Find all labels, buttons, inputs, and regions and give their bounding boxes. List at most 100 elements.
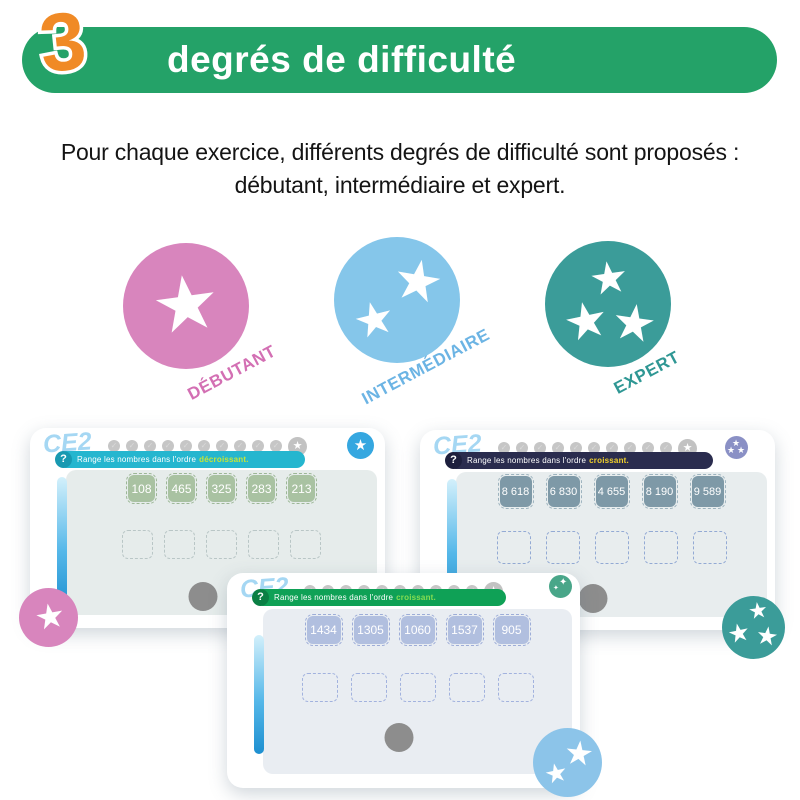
app-screenshot-intermediate: CE2 ✓✓✓✓✓✓✓✓✓✓★ ✦ ✦ ? Range les nombres …: [227, 572, 580, 788]
number-tile[interactable]: 8 618: [497, 474, 534, 509]
level-intermediaire: ★ ★ INTERMÉDIAIRE: [334, 237, 493, 408]
progress-bar: [57, 477, 67, 611]
intermediate-stars-badge: ★ ★: [533, 728, 602, 797]
intro-line1: Pour chaque exercice, différents degrés …: [60, 139, 740, 165]
number-tile[interactable]: 6 830: [545, 474, 582, 509]
answer-slot[interactable]: [248, 530, 279, 559]
debutant-circle: ★: [123, 243, 249, 369]
intermediaire-circle: ★ ★: [334, 237, 460, 363]
number-tile[interactable]: 4 655: [593, 474, 630, 509]
validate-button[interactable]: [578, 584, 608, 613]
progress-dot: ✓: [144, 440, 156, 452]
star-icon: ★: [387, 245, 449, 316]
answer-slot[interactable]: [164, 530, 195, 559]
number-tile[interactable]: 8 190: [641, 474, 678, 509]
number-tile[interactable]: 465: [166, 473, 197, 504]
app-screenshot-beginner: CE2 ✓✓✓✓✓✓✓✓✓✓★ ★ ? Range les nombres da…: [30, 427, 385, 628]
validate-button[interactable]: [188, 582, 218, 611]
answer-slot[interactable]: [594, 531, 629, 564]
answer-slot[interactable]: [497, 673, 534, 702]
progress-dot: ✓: [642, 442, 654, 454]
progress-star-dot: ★: [288, 436, 307, 456]
progress-dot: ✓: [126, 440, 138, 452]
exercise-area: 1434 1305 1060 1537 905: [254, 609, 572, 774]
star-icon: ★: [607, 292, 661, 354]
progress-dot: ✓: [270, 440, 282, 452]
answer-slot[interactable]: [301, 673, 338, 702]
progress-dots: ✓ ✓ ✓ ✓ ✓ ✓ ✓ ✓ ✓ ✓ ★: [30, 436, 385, 456]
answer-slot[interactable]: [545, 531, 580, 564]
progress-dot: ✓: [162, 440, 174, 452]
sparkle-icon: ✦: [553, 585, 559, 592]
star-icon: ★: [746, 596, 770, 625]
help-icon[interactable]: ?: [445, 452, 462, 469]
number-tile[interactable]: 108: [126, 473, 157, 504]
number-tile[interactable]: 1537: [445, 614, 484, 646]
progress-dot: ✓: [180, 440, 192, 452]
page-title: degrés de difficulté: [167, 39, 517, 80]
header-number: 3: [32, 0, 94, 94]
answer-slot[interactable]: [448, 673, 485, 702]
progress-dot: ✓: [234, 440, 246, 452]
progress-dot: ✓: [588, 442, 600, 454]
progress-dot: ✓: [216, 440, 228, 452]
number-tile[interactable]: 1434: [304, 614, 343, 646]
validate-button[interactable]: [384, 723, 414, 752]
number-tile[interactable]: 283: [246, 473, 277, 504]
star-icon: ★: [31, 595, 69, 639]
number-tile[interactable]: 905: [492, 614, 531, 646]
intro-text: Pour chaque exercice, différents degrés …: [0, 136, 800, 202]
progress-bar: [254, 635, 264, 754]
help-icon[interactable]: ?: [55, 451, 72, 468]
expert-stars-badge: ★ ★ ★: [722, 596, 785, 659]
progress-bar: [447, 479, 457, 613]
star-icon: ★: [732, 438, 741, 448]
star-icon: ★: [727, 445, 736, 455]
answer-slot[interactable]: [122, 530, 153, 559]
help-icon[interactable]: ?: [252, 589, 269, 606]
difficulty-three-stars-button[interactable]: ★ ★ ★: [725, 436, 748, 459]
progress-dot: ✓: [552, 442, 564, 454]
progress-dot: ✓: [624, 442, 636, 454]
answer-slot[interactable]: [496, 531, 531, 564]
answer-slot[interactable]: [350, 673, 387, 702]
header-banner: degrés de difficulté: [22, 27, 777, 93]
answer-slots-row: [263, 673, 572, 702]
star-icon: ★: [353, 436, 368, 454]
number-tile[interactable]: 9 589: [689, 474, 726, 509]
progress-dot: ✓: [198, 440, 210, 452]
level-expert: ★ ★ ★ EXPERT: [545, 241, 683, 398]
instruction-highlight: décroissant.: [199, 455, 249, 464]
difficulty-star-button[interactable]: ★: [347, 432, 374, 459]
progress-dot: ✓: [534, 442, 546, 454]
number-tiles-row: 1434 1305 1060 1537 905: [263, 614, 572, 646]
answer-slot[interactable]: [399, 673, 436, 702]
answer-slot[interactable]: [692, 531, 727, 564]
answer-slot[interactable]: [643, 531, 678, 564]
star-icon: ★: [725, 617, 753, 650]
progress-dot: ✓: [516, 442, 528, 454]
sparkles-button[interactable]: ✦ ✦: [549, 575, 572, 598]
number-tile[interactable]: 1060: [398, 614, 437, 646]
star-icon: ★: [737, 445, 746, 455]
star-icon: ★: [754, 621, 781, 652]
instruction-highlight: croissant.: [589, 456, 629, 465]
answer-slots-row: [456, 531, 767, 564]
number-tile[interactable]: 1305: [351, 614, 390, 646]
progress-dot: ✓: [108, 440, 120, 452]
intro-line2: débutant, intermédiaire et expert.: [234, 172, 566, 198]
expert-circle: ★ ★ ★: [545, 241, 671, 367]
progress-dot: ✓: [252, 440, 264, 452]
level-debutant: ★ DÉBUTANT: [123, 243, 279, 404]
progress-dot: ✓: [660, 442, 672, 454]
number-tile[interactable]: 325: [206, 473, 237, 504]
answer-slot[interactable]: [290, 530, 321, 559]
answer-slot[interactable]: [206, 530, 237, 559]
number-tile[interactable]: 213: [286, 473, 317, 504]
